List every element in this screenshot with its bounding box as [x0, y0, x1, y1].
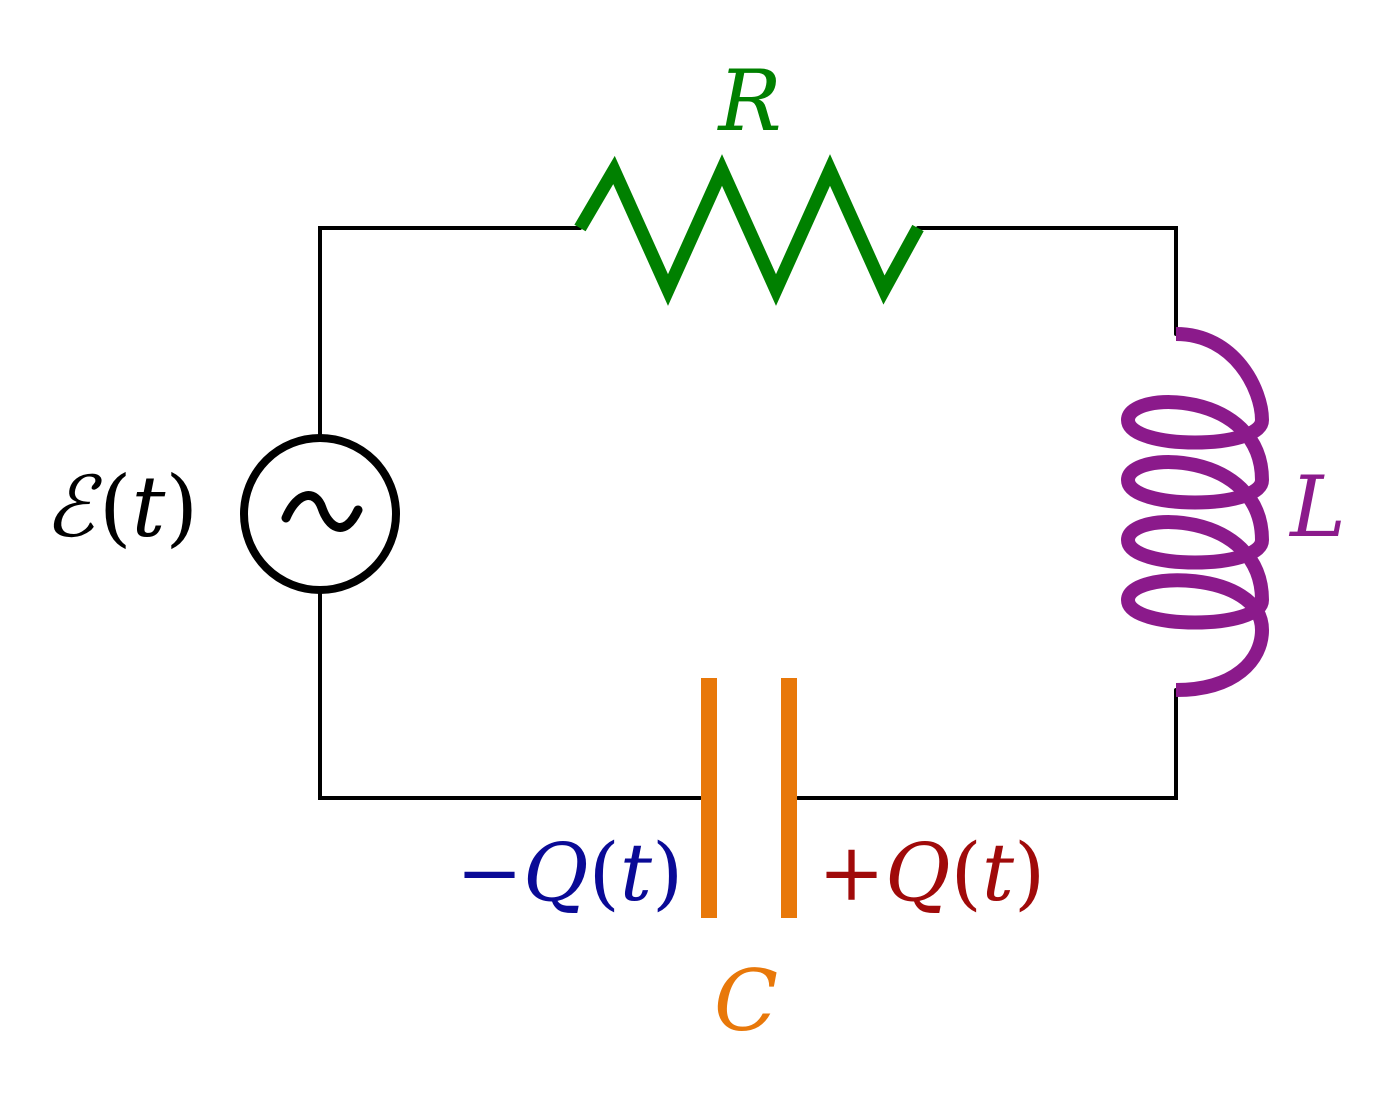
charge-negative-var: t	[620, 826, 653, 919]
source-label-symbol: ℰ	[44, 458, 103, 556]
charge-negative-paren-close: )	[652, 826, 683, 919]
charge-positive-paren-open: (	[951, 826, 982, 919]
charge-positive-paren-close: )	[1014, 826, 1045, 919]
capacitor-plate-right	[781, 678, 797, 918]
charge-positive-sign: +	[818, 826, 885, 919]
charge-negative-symbol: Q	[523, 826, 589, 919]
sine-wave-icon	[281, 491, 363, 532]
wire-top-left	[318, 226, 582, 438]
wire-bottom-left	[318, 590, 702, 800]
wire-right-bottom	[796, 688, 1178, 800]
inductor-coil	[1120, 327, 1270, 697]
source-label: ℰ(t)	[44, 458, 198, 556]
charge-negative-sign: −	[456, 826, 523, 919]
capacitor-plate-left	[701, 678, 717, 918]
source-label-paren-close: )	[165, 458, 198, 556]
source-label-var: t	[132, 458, 166, 556]
inductor-label: L	[1288, 458, 1346, 556]
resistor-zigzag	[574, 154, 924, 306]
source-label-paren-open: (	[99, 458, 132, 556]
wires	[318, 226, 1178, 800]
capacitor-label: C	[714, 952, 778, 1050]
charge-negative-label: −Q(t)	[456, 826, 683, 919]
charge-negative-paren-open: (	[589, 826, 620, 919]
resistor-label: R	[716, 52, 781, 150]
charge-positive-symbol: Q	[885, 826, 951, 919]
wire-top-right	[916, 226, 1178, 336]
charge-positive-label: +Q(t)	[818, 826, 1045, 919]
charge-positive-var: t	[982, 826, 1015, 919]
